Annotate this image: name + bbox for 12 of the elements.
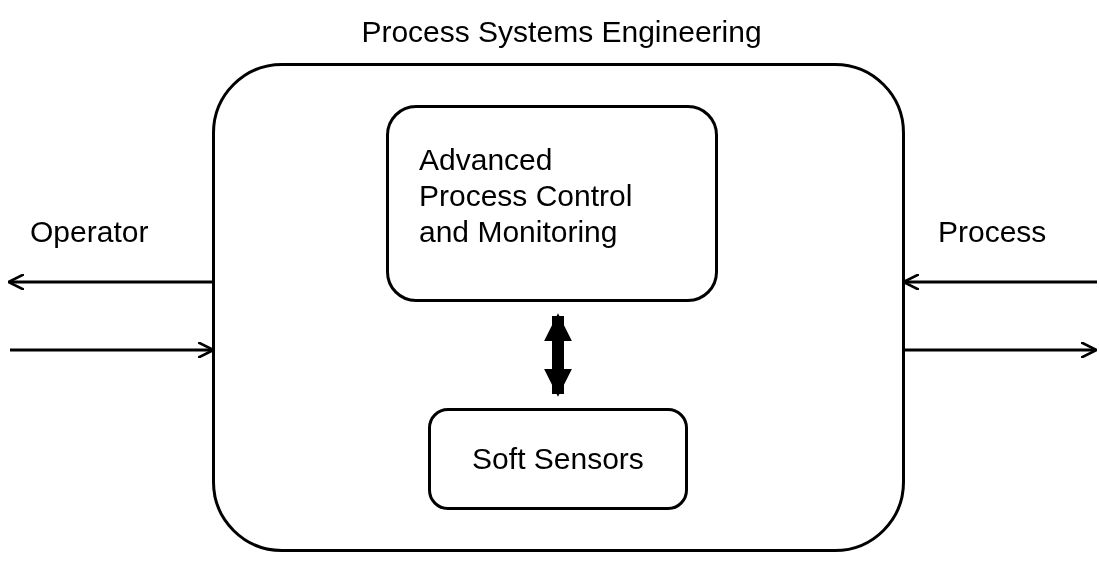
arrow xyxy=(905,340,1098,360)
box-label: Soft Sensors xyxy=(471,441,645,477)
arrow xyxy=(10,340,215,360)
process-box xyxy=(428,408,688,510)
side-label: Operator xyxy=(30,214,149,250)
arrow xyxy=(7,272,212,292)
box-label: Advanced Process Control and Monitoring xyxy=(419,142,634,250)
box-heading: Process Systems Engineering xyxy=(360,14,763,50)
side-label: Process xyxy=(938,214,1047,250)
arrow xyxy=(544,313,572,397)
process-box xyxy=(386,105,718,302)
arrow xyxy=(902,272,1097,292)
